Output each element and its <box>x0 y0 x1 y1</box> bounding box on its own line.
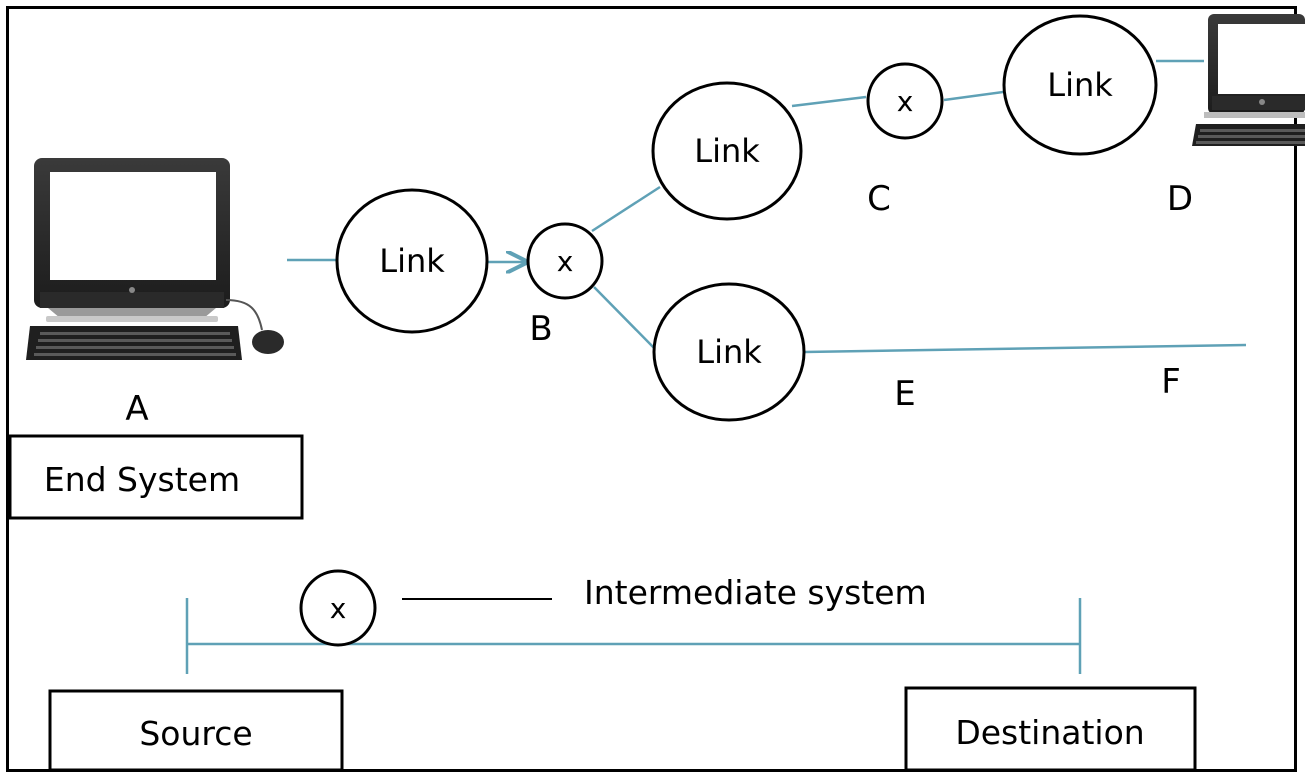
label-a: A <box>125 389 148 429</box>
switch-node-c: x <box>866 62 944 140</box>
svg-text:Destination: Destination <box>955 713 1144 752</box>
link-node-main: Link <box>335 188 489 334</box>
connector-b-upper <box>591 185 661 233</box>
connector-b-lower <box>593 286 659 353</box>
label-f: F <box>1161 362 1181 402</box>
svg-text:Link: Link <box>696 333 762 371</box>
end-system-box: End System <box>8 434 304 520</box>
svg-text:Link: Link <box>694 132 760 170</box>
destination-box: Destination <box>904 686 1197 772</box>
legend-intermediate-label: Intermediate system <box>584 573 927 612</box>
label-d: D <box>1167 179 1193 219</box>
svg-text:x: x <box>897 85 914 118</box>
computer-a-icon <box>26 158 284 360</box>
svg-text:Link: Link <box>379 242 445 280</box>
connector-lower-f <box>803 343 1247 354</box>
legend-intermediate-system: x Intermediate system <box>185 569 1082 674</box>
svg-text:Source: Source <box>139 714 252 753</box>
svg-text:x: x <box>330 592 347 625</box>
label-e: E <box>894 374 915 414</box>
link-node-lower: Link <box>652 282 806 422</box>
link-node-upper: Link <box>651 81 803 221</box>
svg-text:x: x <box>557 245 574 278</box>
switch-node-b: x <box>526 222 604 300</box>
label-b: B <box>529 309 552 349</box>
label-c: C <box>867 179 891 219</box>
svg-text:End System: End System <box>44 460 240 499</box>
svg-text:Link: Link <box>1047 66 1113 104</box>
diagram-frame <box>6 6 1297 772</box>
source-box: Source <box>48 689 344 772</box>
link-node-right: Link <box>1002 14 1158 156</box>
connector-upper-c <box>791 95 867 108</box>
computer-d-icon <box>1192 14 1305 146</box>
